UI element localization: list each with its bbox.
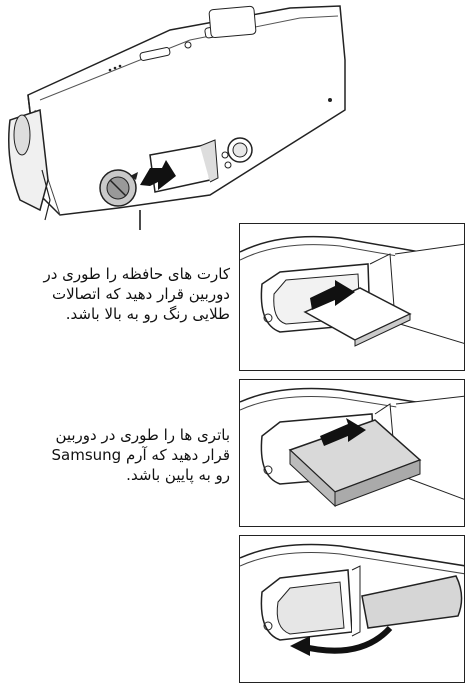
instruction-line: رو به پایین باشد.	[8, 465, 230, 485]
battery-instruction: باتری ها را طوری در دوربین قرار دهید که …	[8, 425, 230, 485]
instruction-line: باتری ها را طوری در دوربین	[8, 425, 230, 445]
close-cover-illustration	[240, 536, 465, 683]
instruction-line: قرار دهید که آرم Samsung	[8, 445, 230, 465]
instruction-line: طلایی رنگ رو به بالا باشد.	[8, 304, 230, 324]
memory-card-instruction: کارت های حافظه را طوری در دوربین قرار ده…	[8, 264, 230, 324]
camera-bottom-illustration	[0, 0, 467, 230]
instruction-line: دوربین قرار دهید که اتصالات	[8, 284, 230, 304]
memory-card-panel	[239, 223, 465, 371]
battery-illustration	[240, 380, 465, 527]
instruction-line: کارت های حافظه را طوری در	[8, 264, 230, 284]
memory-card-illustration	[240, 224, 465, 371]
battery-panel	[239, 379, 465, 527]
close-cover-panel	[239, 535, 465, 683]
